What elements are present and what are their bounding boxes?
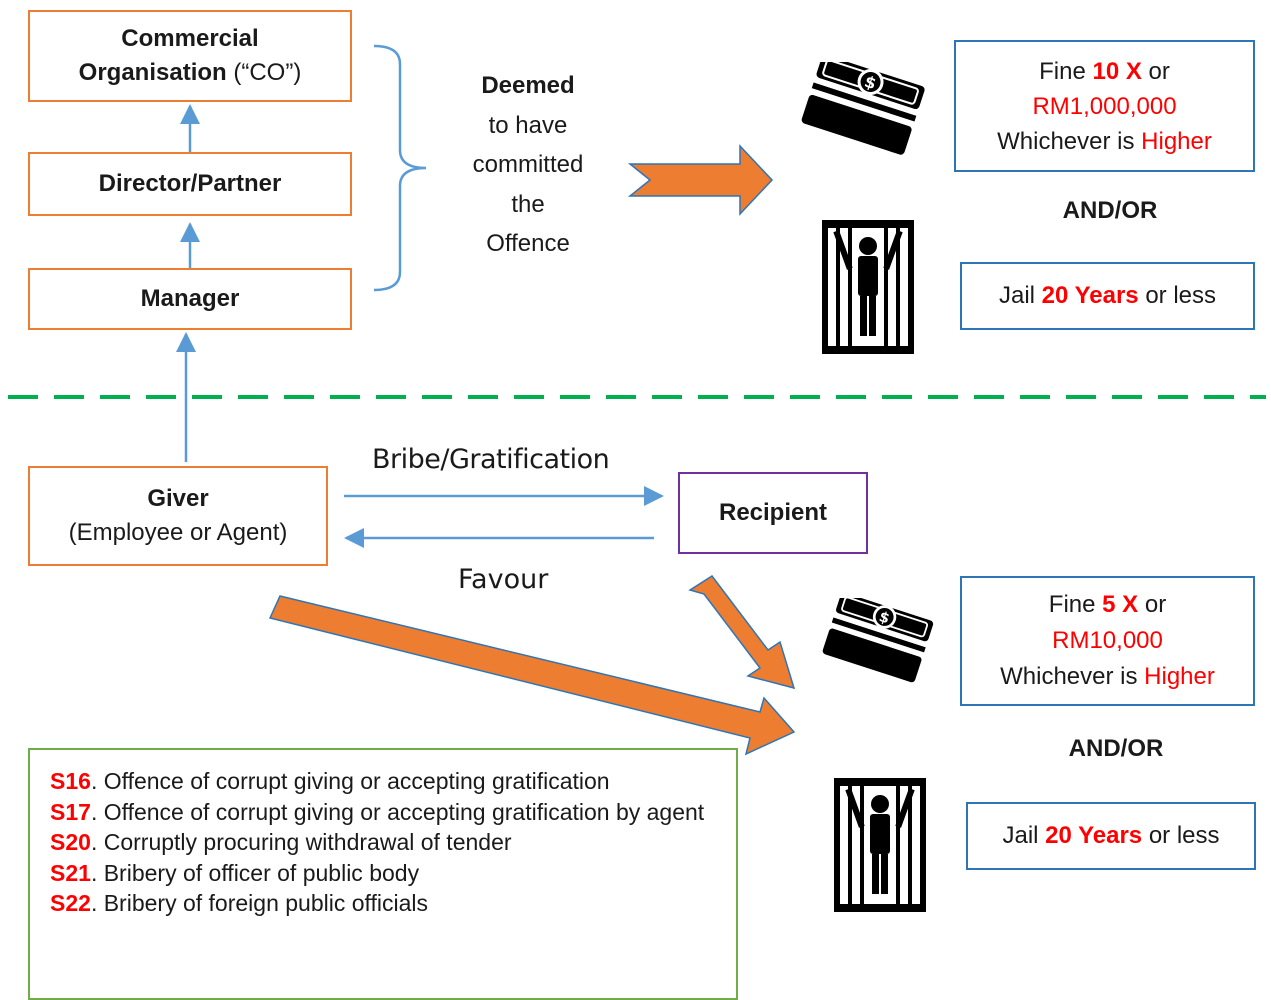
section-code: S16 [50,768,91,794]
individual-higher: Higher [1144,663,1215,690]
money-stack-icon: $ [801,62,925,155]
corporate-whichever: Whichever is [997,127,1142,155]
corporate-fine-box: Fine 10 X or RM1,000,000 Whichever is Hi… [954,40,1255,172]
jail-icon [834,778,926,912]
recipient-box: Recipient [678,472,868,554]
section-item: S17. Offence of corrupt giving or accept… [50,797,710,828]
section-item: S22. Bribery of foreign public officials [50,888,716,919]
corporate-fine-or: or [1141,57,1170,85]
individual-jail-box: Jail 20 Years or less [966,802,1256,870]
svg-text:$: $ [862,72,878,94]
individual-jail-suffix: or less [1142,821,1220,849]
deemed-line-3: committed [472,151,584,178]
corporate-fine-multiplier: 10 X [1092,57,1142,85]
manager-label: Manager [140,284,240,312]
director-label: Director/Partner [98,169,282,197]
individual-jail-years: 20 Years [1045,821,1143,849]
deemed-line-2: to have [488,111,568,139]
section-code: S22 [50,890,91,916]
giver-box: Giver (Employee or Agent) [28,466,328,566]
corporate-and-or: AND/OR [1062,197,1158,224]
individual-fine-amount: RM10,000 [1052,627,1163,654]
individual-fine-prefix: Fine [1048,591,1103,618]
orange-arrow-recipient [688,574,796,690]
giver-title: Giver [147,485,209,512]
svg-text:$: $ [877,609,891,627]
corporate-jail-suffix: or less [1138,281,1217,309]
individual-fine-multiplier: 5 X [1102,591,1139,618]
section-text: . Bribery of officer of public body [90,859,420,886]
co-box: Commercial Organisation (“CO”) [28,10,352,102]
co-abbrev: (“CO”) [226,59,302,86]
bracket [373,44,427,292]
deemed-line-5: Offence [486,230,570,257]
corporate-fine-amount: RM1,000,000 [1032,92,1177,120]
individual-and-or: AND/OR [1068,735,1164,762]
manager-box: Manager [28,268,352,330]
deemed-text: Deemed to have committed the Offence [438,66,618,264]
bribe-label: Bribe/Gratification [372,444,610,475]
section-code: S21 [50,859,91,886]
section-text: . Offence of corrupt giving or accepting… [90,798,705,825]
orange-arrow-deemed [627,144,774,216]
section-text: . Corruptly procuring withdrawal of tend… [90,829,512,855]
section-item: S21. Bribery of officer of public body [50,858,716,889]
individual-fine-box: Fine 5 X or RM10,000 Whichever is Higher [960,576,1255,706]
section-item: S20. Corruptly procuring withdrawal of t… [50,827,716,858]
section-text: . Offence of corrupt giving or accepting… [90,768,610,794]
orange-arrow-giver [268,595,796,756]
co-label: Commercial Organisation [78,24,259,86]
director-box: Director/Partner [28,152,352,216]
deemed-bold: Deemed [481,72,575,99]
giver-subtitle: (Employee or Agent) [68,519,288,546]
section-text: . Bribery of foreign public officials [90,890,429,916]
sections-legend: S16. Offence of corrupt giving or accept… [28,748,738,1000]
section-code: S20 [50,829,91,855]
money-stack-icon: $ [822,598,934,683]
individual-whichever: Whichever is [1000,663,1145,690]
jail-icon [822,220,914,354]
deemed-line-4: the [511,190,545,218]
section-code: S17 [50,798,91,825]
individual-jail-prefix: Jail [1002,821,1046,849]
corporate-jail-prefix: Jail [998,281,1042,309]
favour-label: Favour [458,564,549,595]
corporate-higher: Higher [1141,127,1212,155]
corporate-jail-box: Jail 20 Years or less [960,262,1255,330]
individual-fine-or: or [1138,591,1167,618]
recipient-label: Recipient [718,498,828,526]
section-item: S16. Offence of corrupt giving or accept… [50,766,716,797]
corporate-fine-prefix: Fine [1039,57,1093,85]
corporate-jail-years: 20 Years [1041,281,1139,309]
